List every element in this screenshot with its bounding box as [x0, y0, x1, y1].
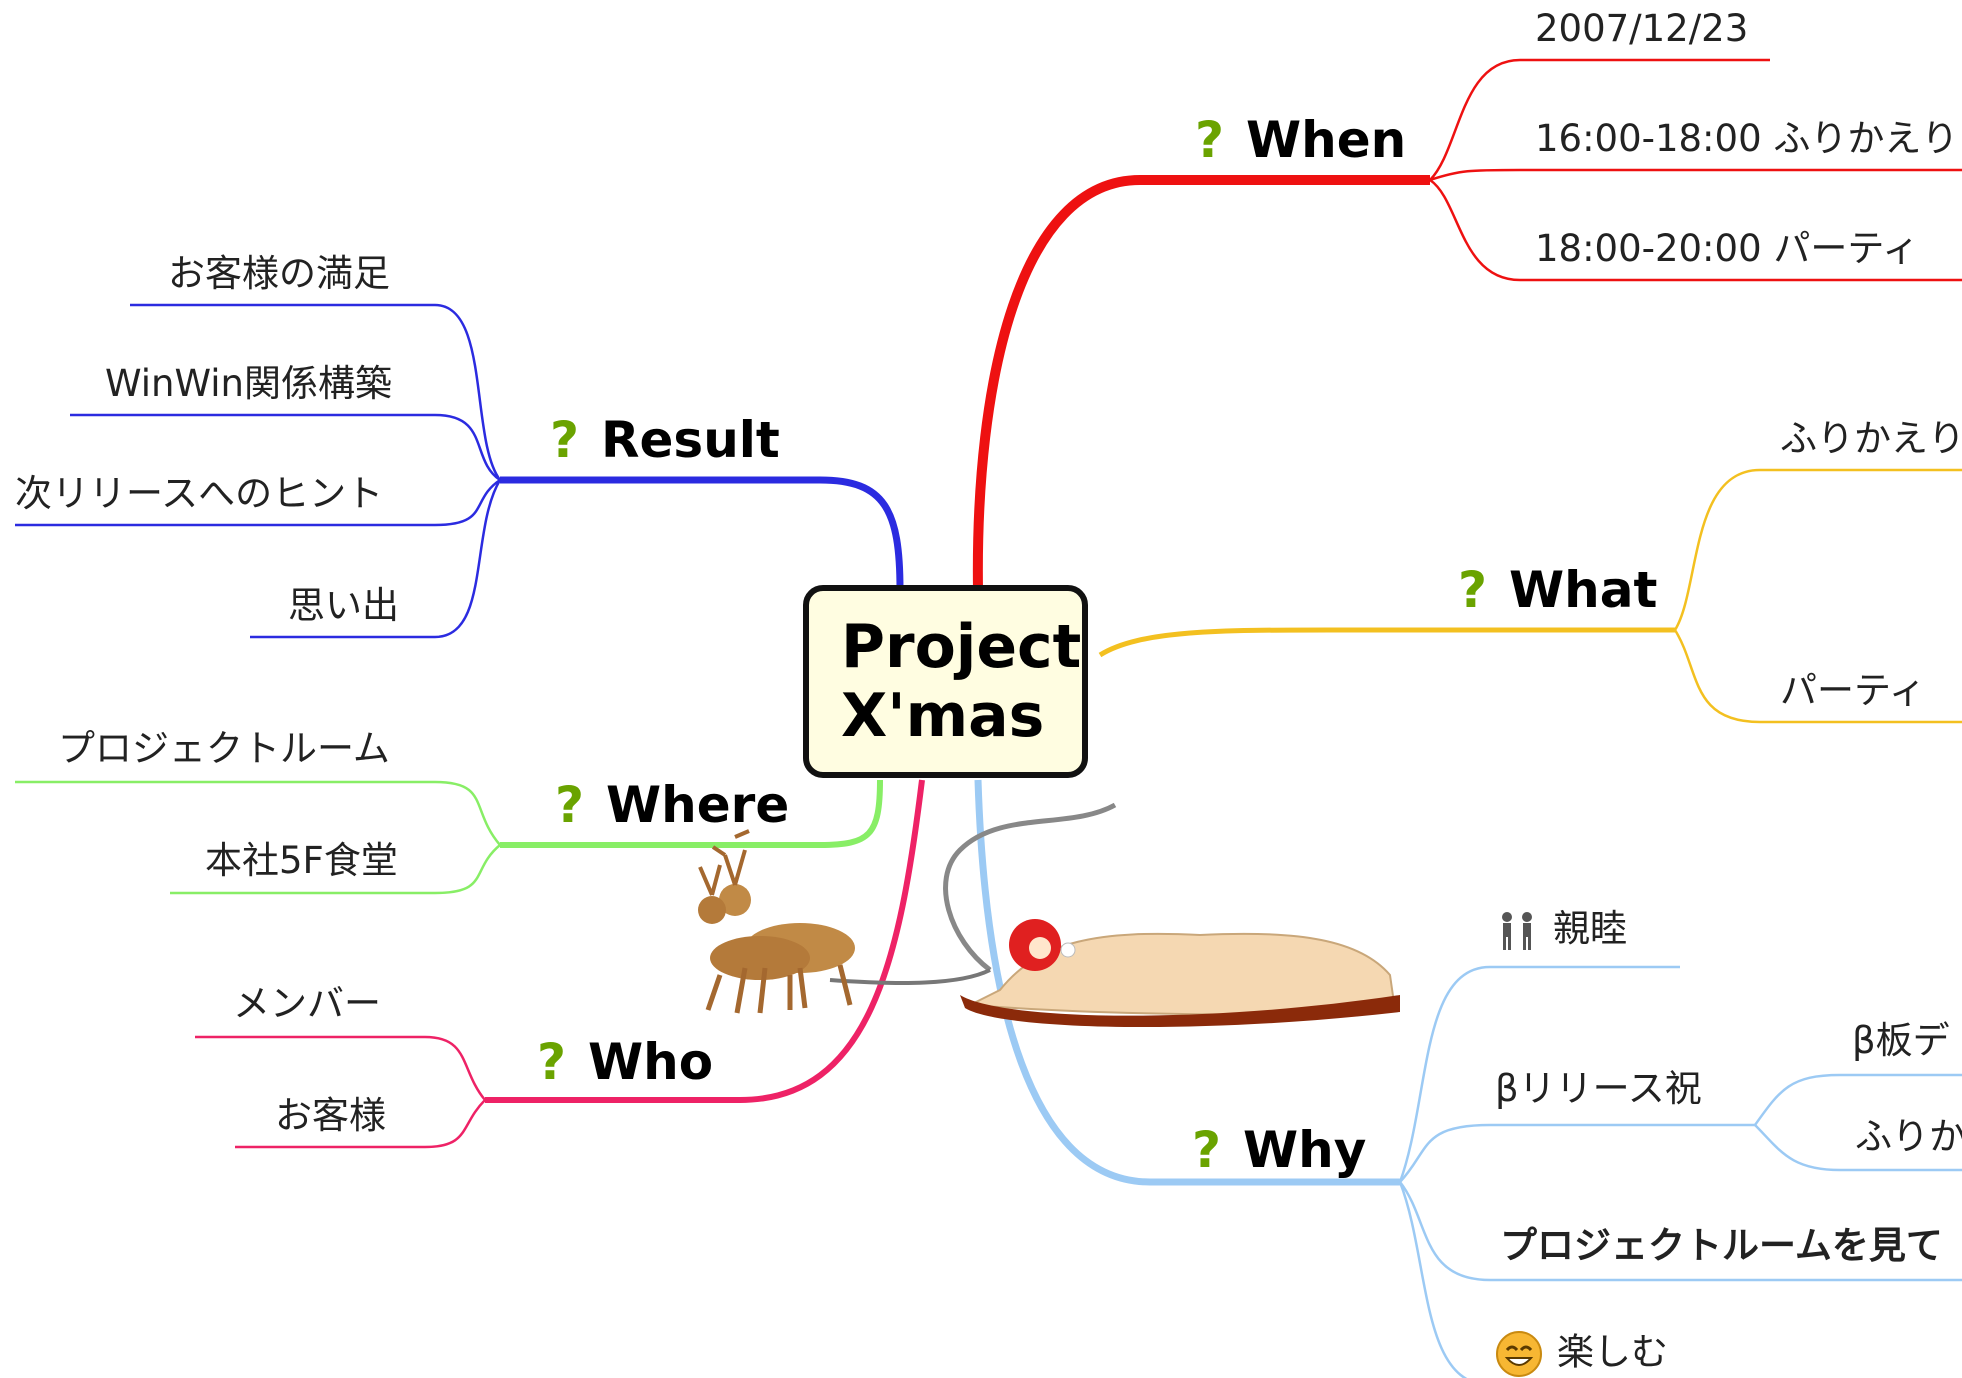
central-topic-line-1: Project [841, 611, 1082, 682]
branch-line-what [1098, 627, 1675, 658]
leaf-who-1[interactable]: メンバー [233, 982, 381, 1025]
topic-when-label: When [1246, 111, 1407, 169]
topic-why[interactable]: ?Why [1192, 1125, 1366, 1175]
topic-who[interactable]: ?Who [537, 1037, 713, 1087]
leaf-why-4[interactable]: 楽しむ [1495, 1330, 1668, 1378]
branch-line-why [974, 779, 1400, 1186]
leaf-result-2[interactable]: WinWin関係構築 [105, 362, 393, 405]
leaf-when-retro-time[interactable]: 16:00-18:00 ふりかえり [1535, 117, 1959, 160]
leaf-line-why-4 [1398, 1181, 1468, 1378]
branch-line-result [500, 476, 904, 591]
central-topic[interactable]: Project X'mas [803, 585, 1088, 778]
leaf-line-result-4 [250, 479, 502, 639]
leaf-why-sub-2[interactable]: ふりか [1855, 1115, 1962, 1158]
leaf-what-party[interactable]: パーティ [1780, 669, 1926, 712]
leaf-why-2[interactable]: βリリース祝 [1495, 1067, 1702, 1110]
leaf-line-why-2 [1399, 1123, 1755, 1183]
people-icon [1502, 911, 1532, 950]
question-icon: ? [555, 776, 585, 834]
leaf-why-sub-1[interactable]: β板デ [1852, 1019, 1950, 1062]
leaf-result-1[interactable]: お客様の満足 [168, 252, 390, 295]
question-icon: ? [537, 1033, 567, 1091]
topic-result[interactable]: ?Result [550, 415, 780, 465]
leaf-line-what-2 [1673, 629, 1962, 724]
topic-where-label: Where [606, 776, 790, 834]
topic-result-label: Result [601, 411, 780, 469]
leaf-where-1[interactable]: プロジェクトルーム [58, 727, 390, 770]
question-icon: ? [1192, 1121, 1222, 1179]
topic-where[interactable]: ?Where [555, 780, 789, 830]
topic-what-label: What [1509, 561, 1658, 619]
leaf-line-why-3 [1399, 1181, 1962, 1282]
leaf-why-3[interactable]: プロジェクトルームを見て [1500, 1224, 1943, 1267]
branch-line-where [500, 779, 883, 848]
leaf-line-what-1 [1673, 468, 1962, 631]
leaf-result-3[interactable]: 次リリースへのヒント [15, 472, 384, 515]
reindeer-sleigh-illustration [698, 802, 1400, 1028]
leaf-line-when-2 [1429, 168, 1962, 182]
leaf-what-retro[interactable]: ふりかえり [1780, 417, 1962, 460]
leaf-line-result-1 [130, 303, 502, 481]
leaf-line-why-sub-1 [1753, 1073, 1962, 1126]
leaf-line-who-1 [195, 1035, 486, 1101]
topic-when[interactable]: ?When [1195, 115, 1406, 165]
leaf-line-why-1 [1398, 965, 1680, 1183]
leaf-why-1-label: 親睦 [1553, 907, 1627, 950]
smiley-icon [1496, 1331, 1542, 1377]
leaf-line-result-3 [15, 478, 501, 527]
leaf-line-result-2 [70, 413, 501, 482]
question-icon: ? [550, 411, 580, 469]
leaf-line-when-3 [1429, 178, 1962, 282]
branch-line-when [972, 175, 1430, 591]
central-topic-line-2: X'mas [841, 680, 1045, 751]
leaf-why-4-label: 楽しむ [1557, 1330, 1668, 1374]
leaf-when-party-time[interactable]: 18:00-20:00 パーティ [1535, 227, 1920, 270]
question-icon: ? [1458, 561, 1488, 619]
branch-line-who [485, 779, 925, 1103]
topic-what[interactable]: ?What [1458, 565, 1657, 615]
leaf-where-2[interactable]: 本社5F食堂 [205, 839, 398, 882]
question-icon: ? [1195, 111, 1225, 169]
leaf-when-date[interactable]: 2007/12/23 [1535, 7, 1749, 50]
leaf-line-why-sub-2 [1754, 1124, 1962, 1172]
leaf-line-when-1 [1429, 58, 1770, 181]
leaf-why-1[interactable]: 親睦 [1495, 910, 1627, 951]
topic-who-label: Who [588, 1033, 714, 1091]
leaf-line-where-2 [170, 844, 501, 895]
leaf-line-where-1 [15, 780, 501, 846]
topic-why-label: Why [1243, 1121, 1367, 1179]
leaf-who-2[interactable]: お客様 [275, 1094, 386, 1137]
leaf-result-4[interactable]: 思い出 [288, 584, 399, 627]
leaf-line-who-2 [235, 1099, 486, 1149]
